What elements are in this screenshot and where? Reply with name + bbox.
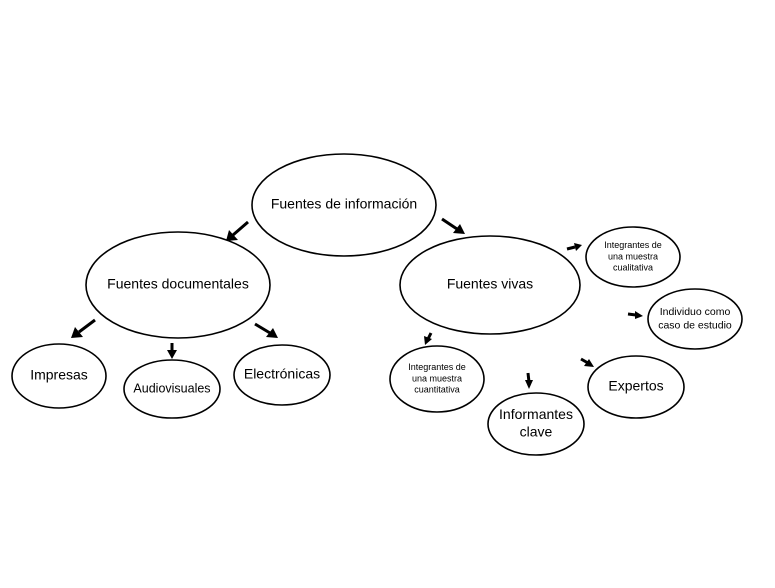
node-fuentes-de-informacion[interactable]: Fuentes de información bbox=[251, 153, 437, 257]
arrow-vivas-to-cuantitativa bbox=[424, 332, 433, 345]
node-label-line: una muestra bbox=[412, 373, 462, 383]
node-label-line: caso de estudio bbox=[658, 319, 732, 331]
node-label-line: Integrantes de bbox=[604, 240, 662, 250]
node-label-line: Fuentes vivas bbox=[447, 276, 533, 292]
node-label-line: clave bbox=[520, 423, 553, 439]
node-label-line: Individuo como bbox=[660, 306, 731, 318]
node-label-line: cuantitativa bbox=[414, 385, 460, 395]
node-label-line: Integrantes de bbox=[408, 362, 466, 372]
node-expertos[interactable]: Expertos bbox=[587, 355, 685, 419]
node-label-line: Fuentes de información bbox=[271, 196, 417, 212]
node-label-line: una muestra bbox=[608, 251, 658, 261]
arrow-documentales-to-impresas bbox=[71, 318, 96, 338]
node-fuentes-documentales[interactable]: Fuentes documentales bbox=[85, 231, 271, 339]
node-fuentes-vivas[interactable]: Fuentes vivas bbox=[399, 235, 581, 335]
node-electronicas[interactable]: Electrónicas bbox=[233, 344, 331, 406]
node-audiovisuales[interactable]: Audiovisuales bbox=[123, 359, 221, 419]
arrow-documentales-to-audiovisuales bbox=[167, 343, 177, 359]
node-label-line: Electrónicas bbox=[244, 366, 320, 382]
arrow-root-to-documentales bbox=[226, 220, 249, 241]
arrow-vivas-to-expertos bbox=[580, 357, 594, 367]
arrow-vivas-to-individuo bbox=[627, 311, 643, 319]
arrow-root-to-vivas bbox=[441, 217, 465, 234]
arrow-vivas-to-cualitativa bbox=[566, 243, 582, 251]
arrow-vivas-to-informantes bbox=[525, 372, 533, 389]
arrow-documentales-to-electronicas bbox=[254, 322, 278, 338]
node-label-line: Audiovisuales bbox=[133, 381, 210, 395]
node-label-line: Impresas bbox=[30, 367, 88, 383]
node-impresas[interactable]: Impresas bbox=[11, 343, 107, 409]
node-label-line: Informantes bbox=[499, 406, 573, 422]
node-label-line: Fuentes documentales bbox=[107, 276, 249, 292]
node-label-line: Expertos bbox=[608, 378, 663, 394]
node-label-line: cualitativa bbox=[613, 263, 653, 273]
